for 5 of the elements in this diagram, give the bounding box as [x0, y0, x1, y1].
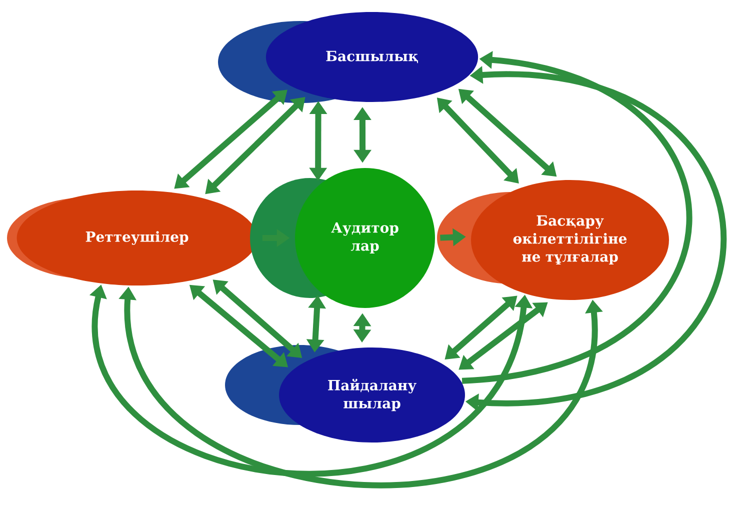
ellipse-node: Пайдалану шылар — [225, 345, 465, 442]
ellipse-node: Реттеушілер — [7, 190, 258, 286]
circle-node: Аудитор лар — [250, 168, 435, 308]
ellipse-node: Басшылық — [218, 12, 478, 103]
ellipse-node: Басқару өкілеттілігіне не тұлғалар — [437, 180, 669, 300]
